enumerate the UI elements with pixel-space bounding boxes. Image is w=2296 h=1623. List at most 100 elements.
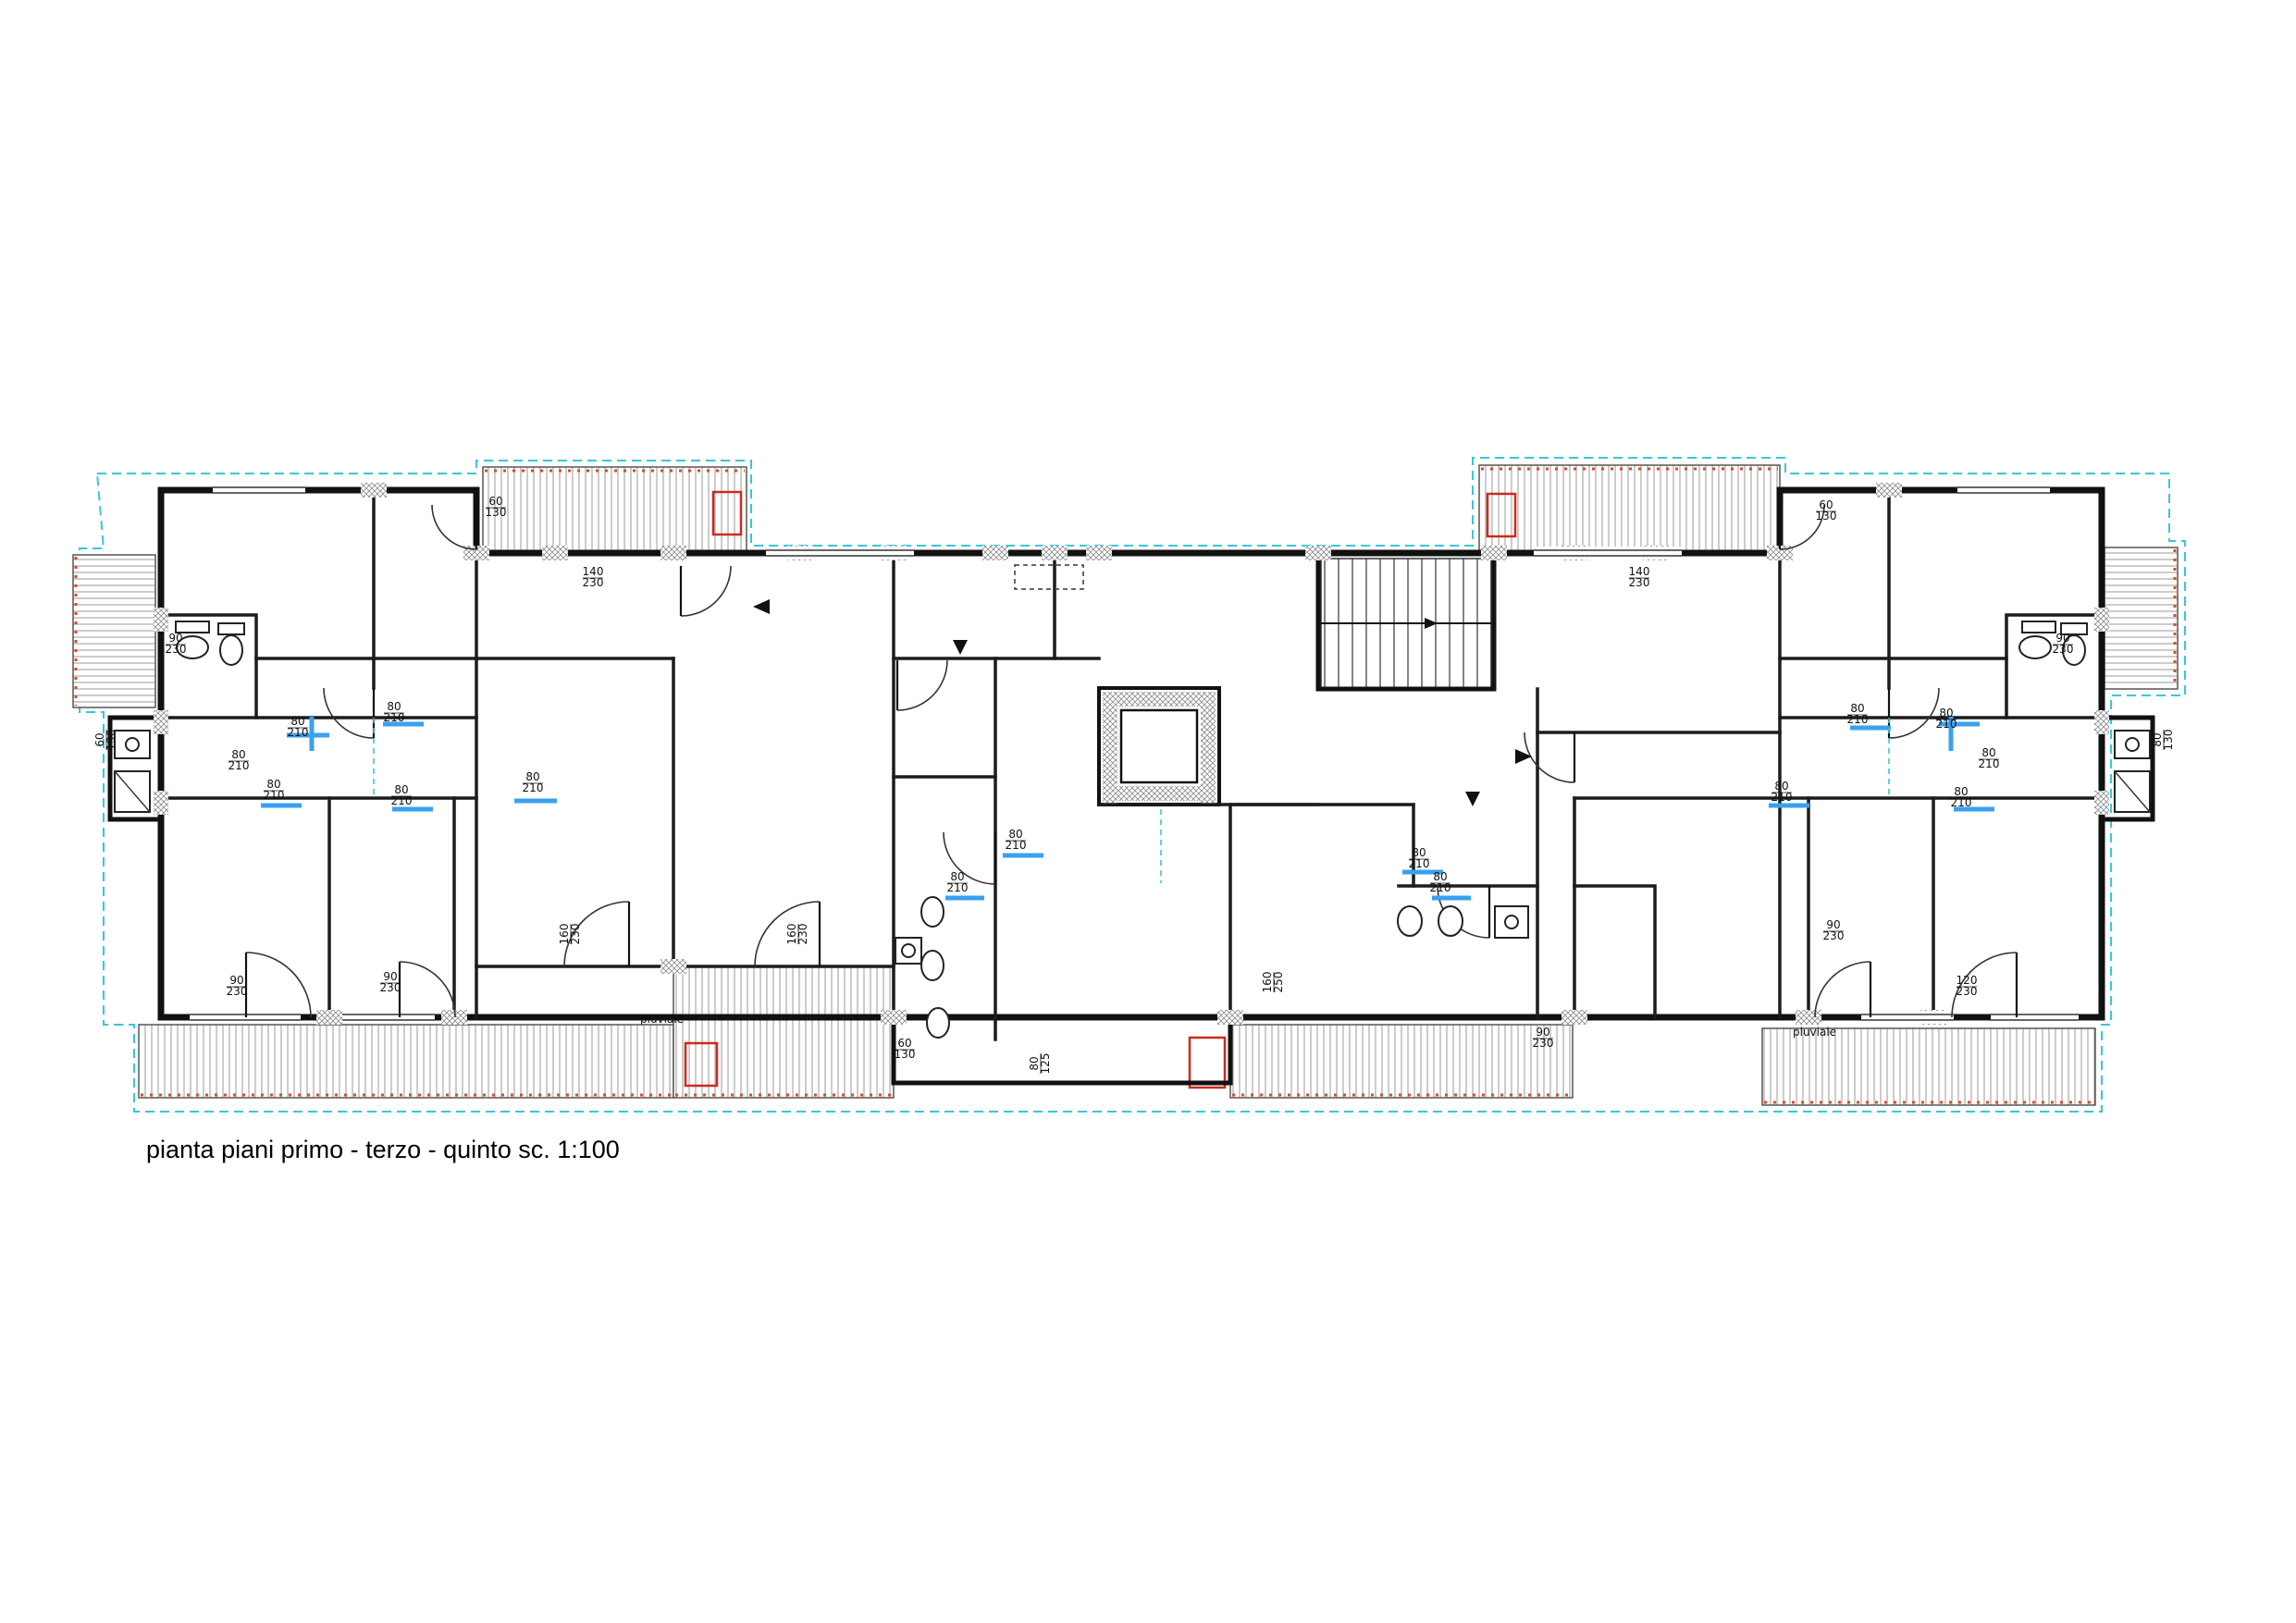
door [1951,952,2018,1018]
toilet [926,1007,950,1039]
bathroom-fixtures [114,621,2151,1039]
shower [2114,770,2151,813]
note-label: pluviale [1793,1026,1836,1039]
svg-text:160230: 160230 [785,924,809,945]
window [766,547,914,559]
red-marker [711,490,743,536]
sink [2018,621,2056,659]
svg-text:60130: 60130 [93,730,117,751]
arrow-right [1515,749,1532,764]
dimension-label: 160230 [785,924,809,945]
window [1957,484,2050,497]
svg-text:80125: 80125 [1028,1053,1052,1075]
dimension-label: 160230 [558,924,582,945]
door [398,961,456,1018]
svg-text:160250: 160250 [1261,972,1285,993]
door [754,901,821,967]
arrow-left [753,599,770,614]
red-marker [1188,1036,1227,1089]
toilet [920,896,944,928]
window [342,1011,435,1024]
door [244,952,312,1018]
blue-door-panels [261,717,1994,901]
door [895,659,948,711]
windows [190,484,2079,1024]
dimension-label: 60130 [93,730,117,751]
roof-overhang-outline [79,457,2186,1113]
svg-text:60130: 60130 [1816,498,1837,523]
stair-direction-arrow [1425,618,1438,629]
door [431,504,478,550]
bidet [920,950,944,981]
drawing-title: pianta piani primo - terzo - quinto sc. … [146,1136,620,1163]
door [1814,961,1872,1018]
svg-text:160230: 160230 [558,924,582,945]
svg-text:80130: 80130 [2151,730,2175,751]
arrow-down [953,640,968,655]
window [1991,1011,2079,1024]
shower [114,770,151,813]
dimension-label: 80130 [2151,730,2175,751]
bidet [1438,905,1463,937]
balcony-bottom-left [138,1024,674,1099]
washbasin [895,937,922,965]
door [1778,504,1825,550]
svg-text:60130: 60130 [486,495,507,519]
sink [175,621,210,659]
door [679,565,732,617]
door [1887,687,1940,739]
washbasin [1494,905,1529,939]
balcony-left-side [72,554,156,708]
balcony-bottom-right [1761,1027,2096,1106]
door [1524,732,1576,783]
door [563,901,631,967]
window [1861,1011,1954,1024]
balcony-bottom-center [1229,1024,1574,1099]
door [943,831,997,885]
red-marker [1486,492,1517,538]
window [213,484,305,497]
dimension-label: 160250 [1261,972,1285,993]
arrow-down [1465,792,1480,806]
svg-text:60130: 60130 [895,1037,916,1061]
